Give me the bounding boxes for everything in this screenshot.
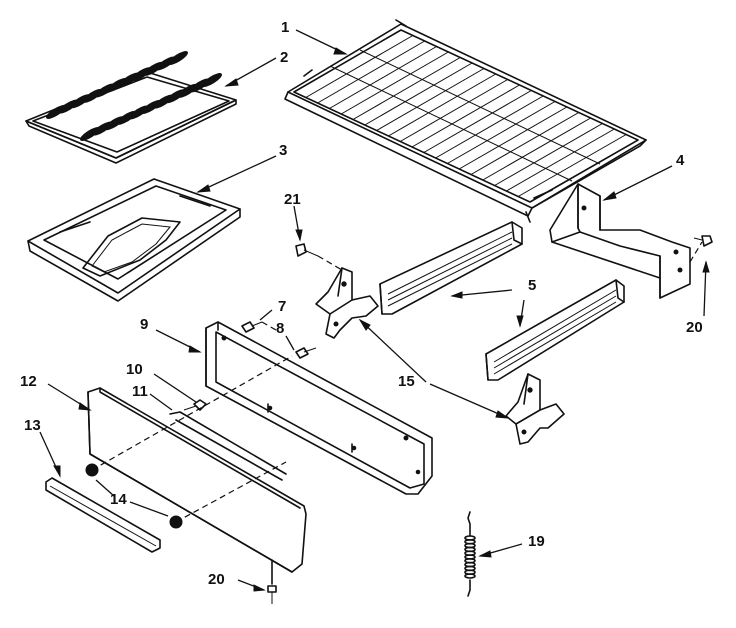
rack-wire xyxy=(376,68,485,131)
callout-15: 15 xyxy=(398,373,415,390)
support-bracket-icon xyxy=(549,183,691,299)
grid-slot xyxy=(168,51,188,65)
rack-wire xyxy=(388,73,497,137)
rack-wire xyxy=(458,106,568,170)
rack-wire xyxy=(435,95,544,159)
rack-wire xyxy=(494,123,603,186)
rack-wire xyxy=(305,35,414,98)
callout-2: 2 xyxy=(280,49,288,66)
leader-lines xyxy=(39,29,710,592)
broiler-pan-icon xyxy=(27,178,241,302)
rack-wire xyxy=(411,84,520,148)
callout-1: 1 xyxy=(281,19,289,36)
rack-wire xyxy=(352,57,461,120)
callout-14: 14 xyxy=(110,491,127,508)
oven-rack-icon xyxy=(284,19,647,223)
callout-20-right: 20 xyxy=(686,319,703,336)
callout-20-bottom: 20 xyxy=(208,571,225,588)
rack-wire xyxy=(506,128,615,192)
trim-strip-icon xyxy=(45,477,161,553)
callout-9: 9 xyxy=(140,316,148,333)
rack-wire xyxy=(423,90,532,153)
callout-4: 4 xyxy=(676,152,685,169)
rack-wire xyxy=(482,117,591,181)
rack-wire xyxy=(517,134,627,197)
callout-12: 12 xyxy=(20,373,37,390)
rack-wire xyxy=(329,46,437,109)
callout-7: 7 xyxy=(278,298,286,315)
broiler-grid-icon xyxy=(25,51,237,164)
rack-wire xyxy=(447,101,556,164)
rack-wire xyxy=(340,51,449,115)
assembly-lines xyxy=(91,241,703,523)
rack-wire xyxy=(470,112,579,175)
drawer-body-icon xyxy=(205,321,433,495)
screw-icon xyxy=(169,235,713,604)
slide-bracket-icon xyxy=(315,267,565,445)
callout-3: 3 xyxy=(279,142,287,159)
callout-21: 21 xyxy=(284,191,301,208)
drawer-slide-rail-icon xyxy=(379,221,625,381)
callout-5: 5 xyxy=(528,277,536,294)
callout-11: 11 xyxy=(132,383,148,400)
callout-8: 8 xyxy=(276,320,284,337)
rack-wire xyxy=(399,79,508,142)
callout-19: 19 xyxy=(528,533,545,550)
callout-13: 13 xyxy=(24,417,41,434)
grid-slot xyxy=(202,73,222,87)
rack-wire xyxy=(364,62,473,126)
callout-10: 10 xyxy=(126,361,143,378)
drawer-front-panel-icon xyxy=(87,387,307,573)
callout-labels: 1 2 3 4 5 7 8 9 10 11 12 13 14 15 19 20 … xyxy=(20,19,703,588)
spring-coil xyxy=(464,573,476,579)
rack-wire xyxy=(317,40,425,104)
spring-icon xyxy=(464,511,476,597)
